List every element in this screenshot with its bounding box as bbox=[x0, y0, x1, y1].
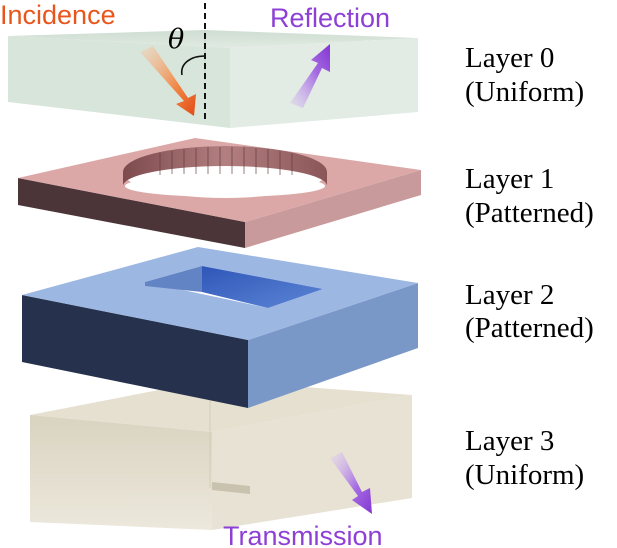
layer-0-name: Layer 0 bbox=[465, 42, 554, 74]
layer-0-label: Layer 0 (Uniform) bbox=[465, 42, 584, 108]
layer-3-type: (Uniform) bbox=[465, 459, 584, 491]
layer-3-name: Layer 3 bbox=[465, 425, 554, 457]
layer-1-hole-opening bbox=[125, 175, 325, 197]
layer-1-top-face bbox=[18, 138, 421, 222]
layer-2-label: Layer 2 (Patterned) bbox=[465, 279, 594, 344]
reflection-arrow bbox=[290, 44, 330, 108]
incidence-label: Incidence bbox=[0, 0, 116, 30]
layer-1-hole-hatching bbox=[159, 147, 293, 175]
layer-2-right-face bbox=[248, 283, 418, 408]
layer-2-front-face bbox=[22, 295, 248, 408]
layer-2-block bbox=[22, 247, 418, 408]
layer-2-name: Layer 2 bbox=[465, 279, 554, 311]
layer-1-front-face bbox=[18, 178, 245, 248]
angle-theta-label: θ bbox=[168, 24, 184, 55]
transmission-arrow bbox=[330, 452, 372, 514]
layer-2-type: (Patterned) bbox=[465, 312, 594, 344]
layer-0-type: (Uniform) bbox=[465, 76, 584, 108]
angle-arc bbox=[180, 55, 206, 76]
incidence-arrow bbox=[140, 46, 196, 116]
layer-2-top-face bbox=[22, 247, 418, 340]
layer-3-front-face bbox=[30, 415, 212, 530]
layer-1-block bbox=[18, 138, 421, 248]
layer-0-right-face bbox=[230, 38, 418, 128]
layer-1-label: Layer 1 (Patterned) bbox=[465, 163, 594, 229]
layer-1-right-face bbox=[245, 170, 421, 248]
layer-0-top-face bbox=[8, 30, 418, 48]
layer-0-front-face bbox=[8, 36, 230, 128]
layer-1-hole-wall bbox=[123, 146, 327, 186]
layer-2-hole-wall bbox=[145, 266, 202, 292]
reflection-label: Reflection bbox=[270, 3, 390, 33]
layer-2-hole-inner bbox=[202, 266, 323, 308]
layer-1-name: Layer 1 bbox=[465, 163, 554, 195]
layer-3-top-face bbox=[30, 380, 412, 432]
layer-0-block bbox=[8, 30, 418, 128]
transmission-label: Transmission bbox=[223, 521, 383, 548]
layer-1-type: (Patterned) bbox=[465, 197, 594, 229]
layer-3-label: Layer 3 (Uniform) bbox=[465, 425, 584, 491]
